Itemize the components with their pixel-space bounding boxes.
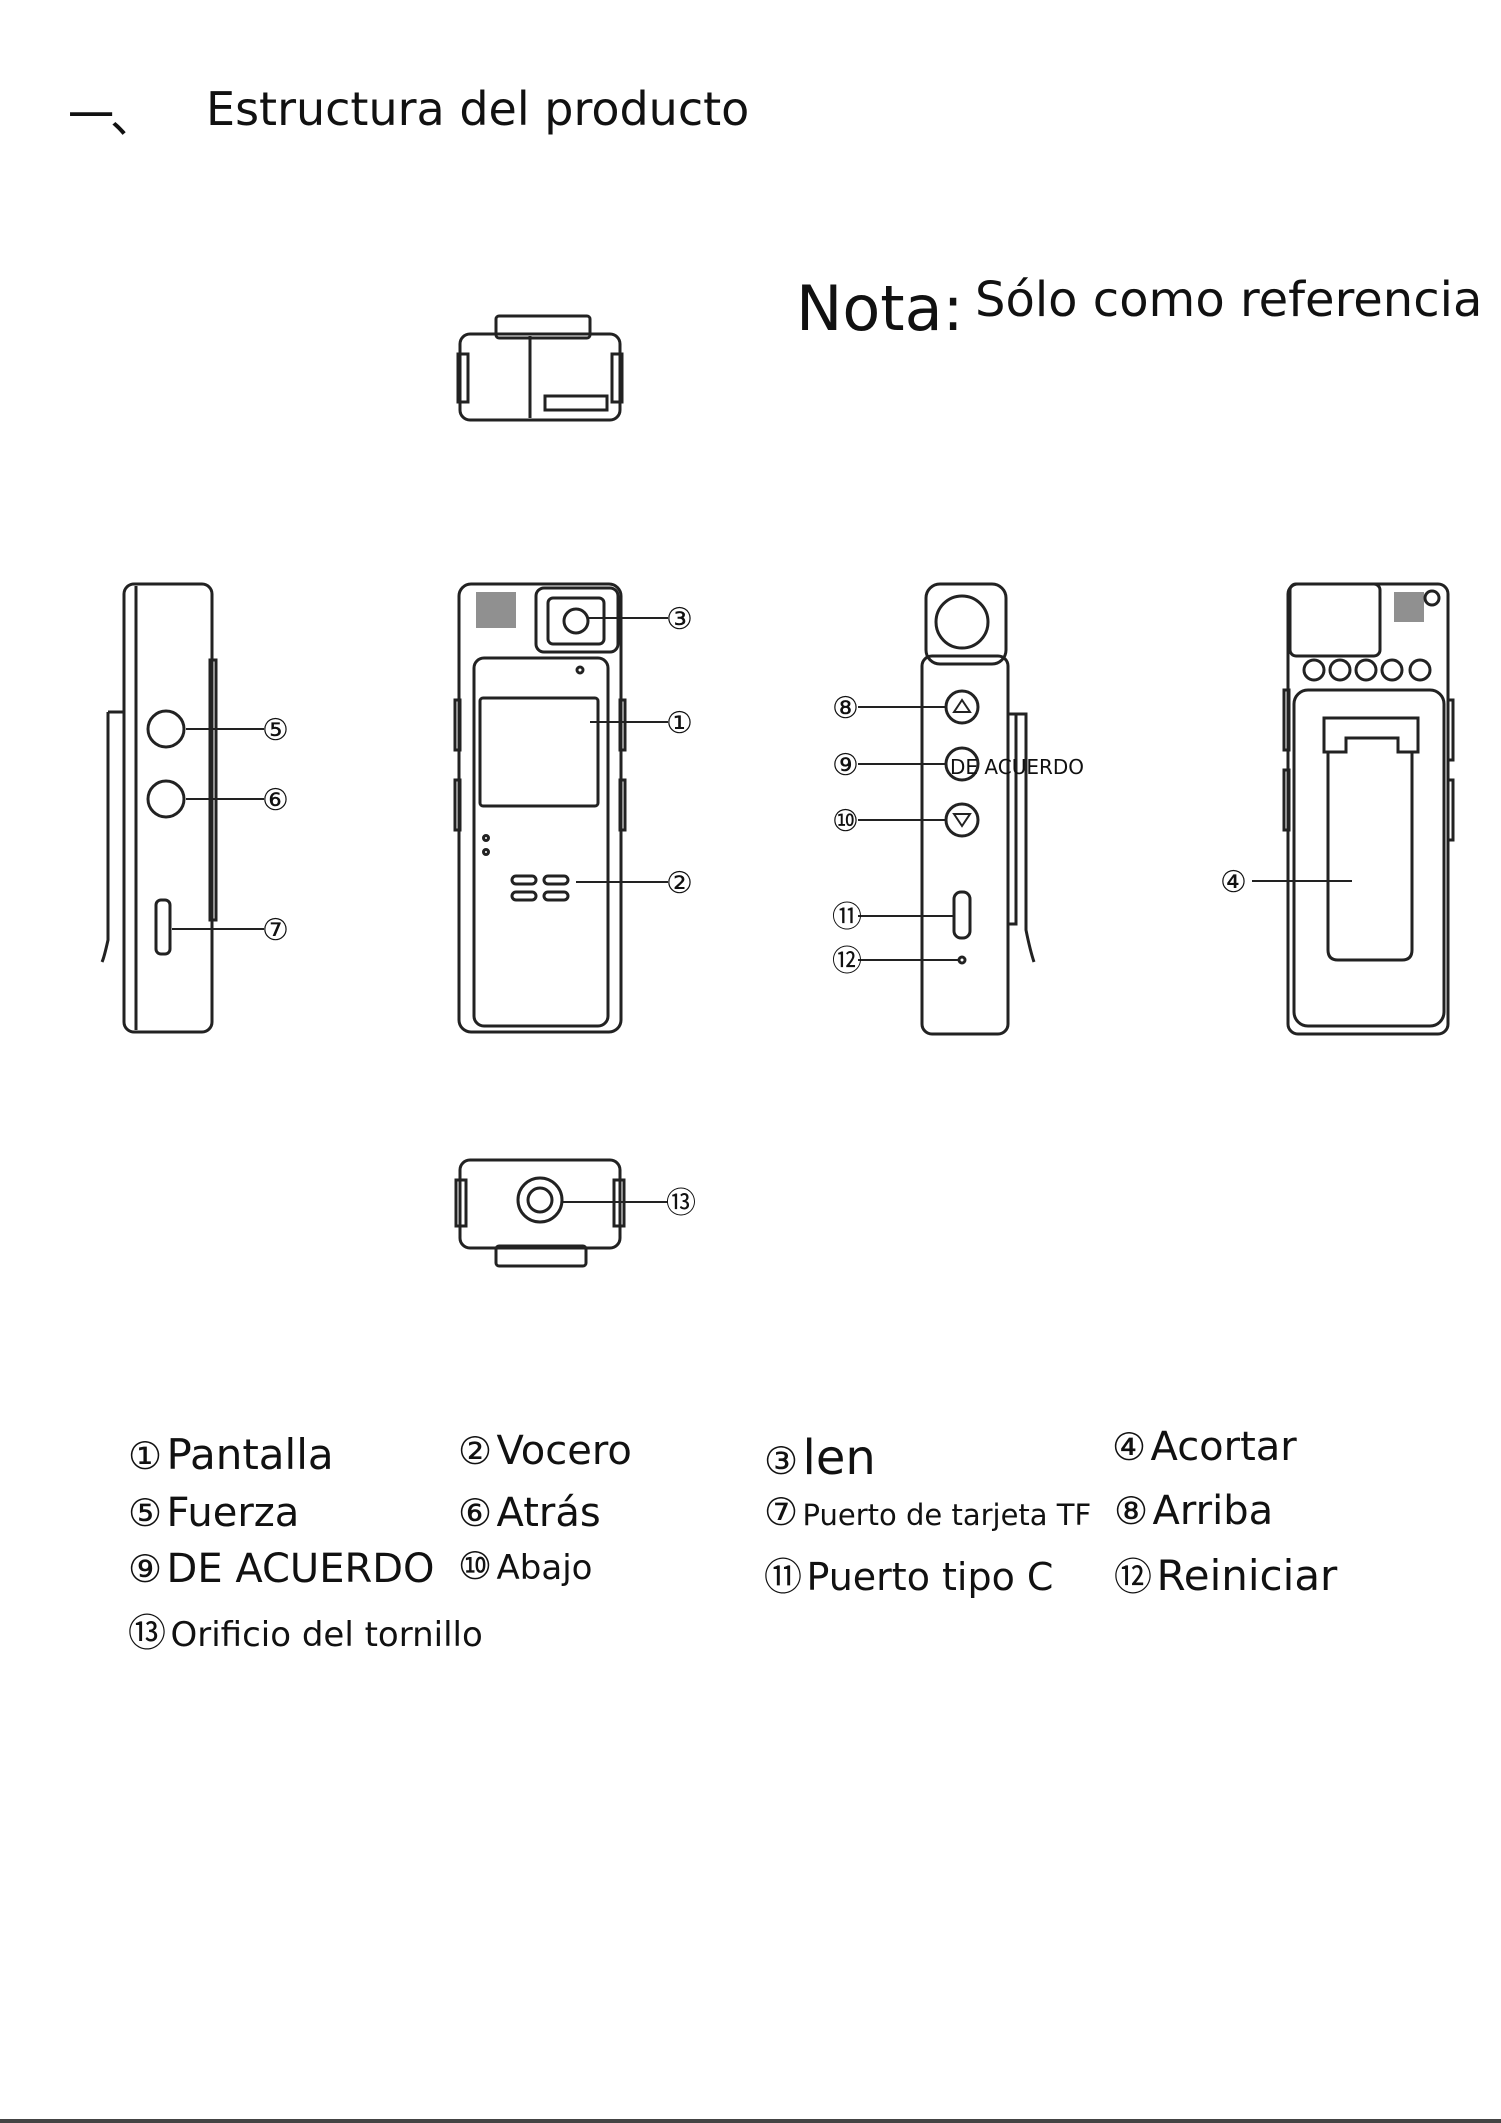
legend-item: ⑫ Reiniciar [1114, 1546, 1337, 1601]
legend-number: ⑪ [764, 1555, 802, 1599]
legend-number: ⑩ [458, 1544, 492, 1588]
legend-item: ⑪ Puerto tipo C [764, 1546, 1053, 1601]
callout-5: ⑤ [262, 713, 289, 748]
legend-label: len [803, 1430, 876, 1486]
legend-number: ① [128, 1434, 162, 1478]
legend-item: ③ len [764, 1430, 876, 1486]
legend-item: ⑤ Fuerza [128, 1490, 299, 1536]
callout-7: ⑦ [262, 913, 289, 948]
legend-number: ④ [1112, 1425, 1146, 1469]
legend-label: DE ACUERDO [167, 1546, 435, 1592]
bottom-view [456, 1160, 668, 1266]
callout-13: ⑬ [666, 1186, 696, 1221]
legend-item: ① Pantalla [128, 1430, 334, 1479]
legend-label: Abajo [497, 1548, 593, 1588]
legend-number: ③ [764, 1439, 798, 1483]
page-bottom-border [0, 2119, 1501, 2123]
legend-item: ⑦ Puerto de tarjeta TF [764, 1490, 1091, 1534]
legend-number: ⑫ [1114, 1555, 1152, 1599]
front-view [455, 584, 668, 1032]
callout-8: ⑧ [832, 691, 859, 726]
top-view [458, 316, 622, 420]
legend-item: ④ Acortar [1112, 1424, 1297, 1470]
ok-button-label: DE ACUERDO [950, 755, 1084, 779]
legend-number: ⑦ [764, 1490, 798, 1534]
legend-label: Arriba [1153, 1488, 1274, 1534]
legend-label: Atrás [497, 1490, 601, 1536]
legend-label: Acortar [1151, 1424, 1297, 1470]
callout-4: ④ [1220, 865, 1247, 900]
legend-label: Fuerza [167, 1490, 300, 1536]
back-view [1252, 584, 1453, 1034]
legend-label: Puerto de tarjeta TF [803, 1498, 1092, 1532]
legend-number: ② [458, 1429, 492, 1473]
callout-6: ⑥ [262, 783, 289, 818]
legend-label: Reiniciar [1156, 1551, 1337, 1600]
legend-item: ⑥ Atrás [458, 1490, 601, 1536]
callout-9: ⑨ [832, 748, 859, 783]
left-side-view [102, 584, 264, 1032]
legend-label: Vocero [497, 1428, 632, 1474]
legend-number: ⑧ [1114, 1489, 1148, 1533]
legend-number: ⑨ [128, 1547, 162, 1591]
legend-number: ⑤ [128, 1491, 162, 1535]
legend-item: ⑬ Orificio del tornillo [128, 1602, 483, 1657]
legend-label: Orificio del tornillo [170, 1615, 482, 1655]
legend-item: ② Vocero [458, 1428, 632, 1474]
callout-2: ② [666, 866, 693, 901]
legend-item: ⑧ Arriba [1114, 1488, 1273, 1534]
legend-label: Pantalla [167, 1430, 334, 1479]
callout-3: ③ [666, 602, 693, 637]
callout-12: ⑫ [832, 944, 862, 979]
right-side-view [858, 584, 1034, 1034]
legend-item: ⑩ Abajo [458, 1544, 592, 1588]
legend-item: ⑨ DE ACUERDO [128, 1546, 435, 1592]
callout-1: ① [666, 706, 693, 741]
callout-numbers: ① ② ③ ④ ⑤ ⑥ ⑦ ⑧ ⑨ ⑩ ⑪ ⑫ ⑬ [262, 602, 1247, 1221]
legend-number: ⑬ [128, 1611, 166, 1655]
callout-11: ⑪ [832, 900, 862, 935]
legend-number: ⑥ [458, 1491, 492, 1535]
legend-label: Puerto tipo C [806, 1555, 1053, 1599]
callout-10: ⑩ [832, 804, 859, 839]
